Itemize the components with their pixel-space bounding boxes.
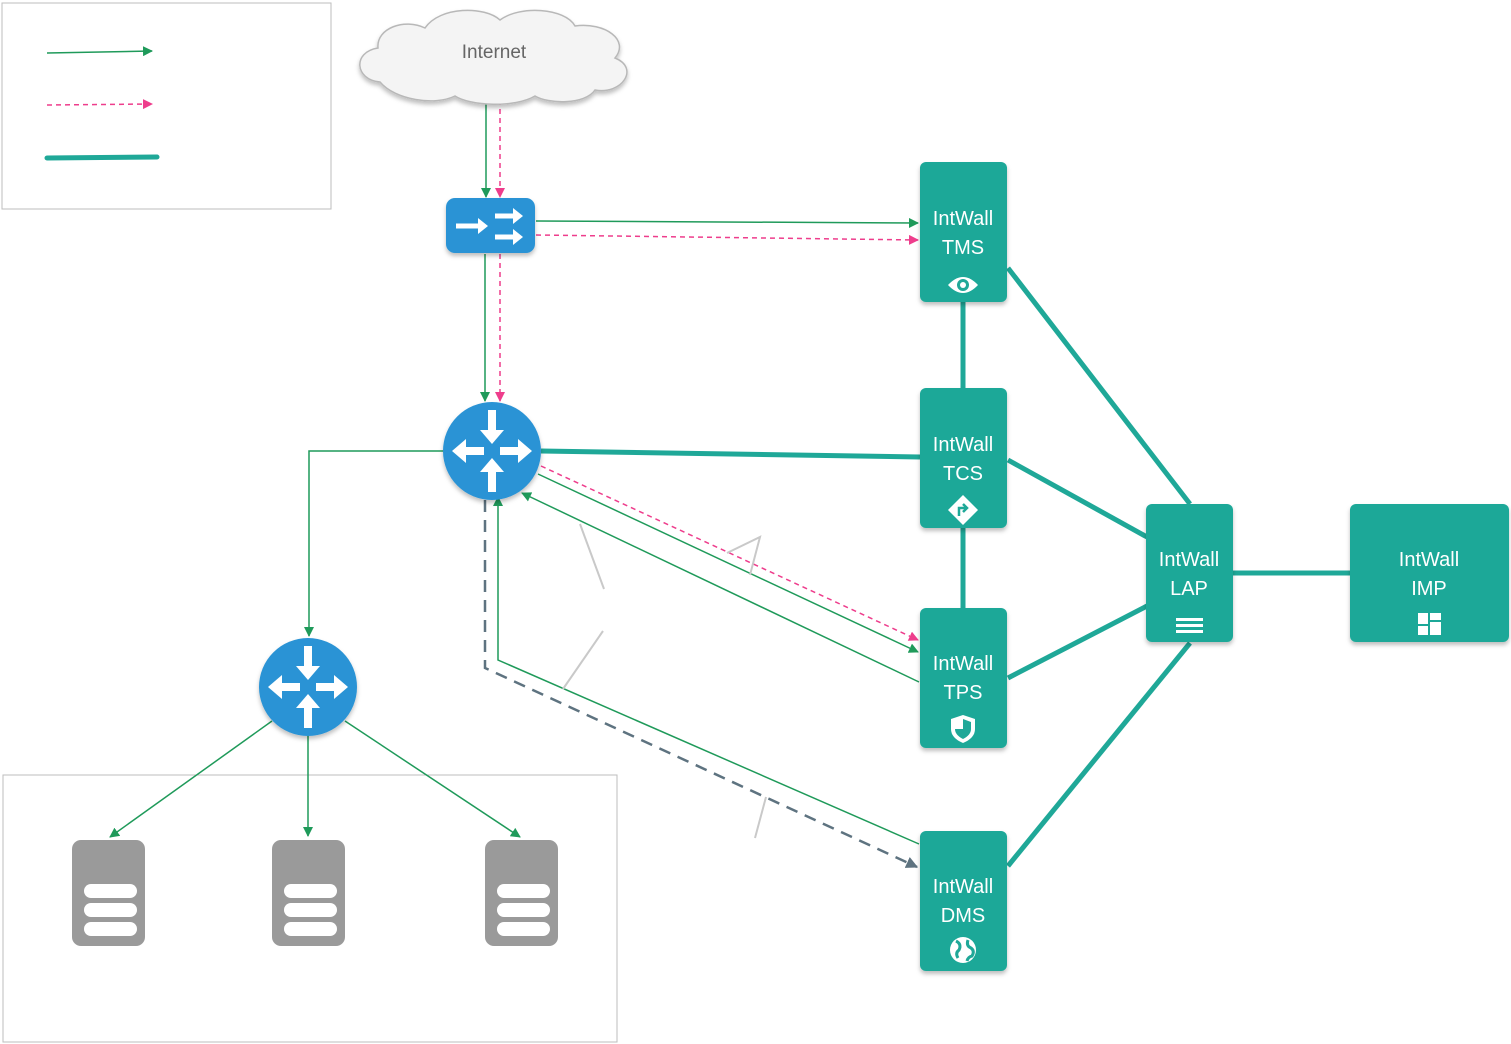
server-3 <box>485 840 558 946</box>
link-tps-lap <box>1006 603 1149 681</box>
intwall-tps: IntWall TPS <box>920 608 1007 748</box>
intwall-tcs: IntWall TCS <box>920 388 1007 528</box>
globe-icon <box>950 937 976 963</box>
tps-line1: IntWall <box>933 653 993 675</box>
core-router <box>443 402 541 500</box>
internet-cloud: Internet <box>359 9 628 105</box>
teal-links <box>540 266 1351 868</box>
router-arrows-icon <box>452 410 532 492</box>
switch-arrows-icon <box>456 208 523 245</box>
internet-label: Internet <box>462 42 527 63</box>
link-dms-lap <box>1006 641 1192 868</box>
sketch-marks <box>562 523 767 839</box>
server-2 <box>272 840 345 946</box>
lower-router-arrows-icon <box>268 646 348 728</box>
legend <box>1 2 332 210</box>
pink-switch-tms <box>535 234 919 245</box>
tps-line2: TPS <box>944 682 983 704</box>
flow-switch-tms <box>535 217 919 228</box>
flow-router-lower-router <box>304 450 445 637</box>
flow-tps-router <box>521 492 920 683</box>
dms-line1: IntWall <box>933 876 993 898</box>
lap-line2: LAP <box>1170 578 1208 600</box>
legend-box <box>1 2 332 210</box>
tms-line2: TMS <box>942 237 984 259</box>
intwall-tms: IntWall TMS <box>920 162 1007 302</box>
tms-line1: IntWall <box>933 208 993 230</box>
link-tms-lap <box>1006 266 1192 506</box>
tcs-line2: TCS <box>943 463 983 485</box>
lap-line1: IntWall <box>1159 549 1219 571</box>
green-flows <box>109 100 920 845</box>
link-router-tcs <box>540 448 921 460</box>
pink-router-tps <box>540 465 919 641</box>
server-1 <box>72 840 145 946</box>
flow-router-tps <box>537 473 919 653</box>
lower-router <box>259 638 357 736</box>
dashboard-icon <box>1418 613 1441 635</box>
flow-dms-router <box>493 496 920 845</box>
menu-icon <box>1176 618 1203 633</box>
dashed-router-dms <box>483 500 919 869</box>
imp-line1: IntWall <box>1399 549 1459 571</box>
tcs-line1: IntWall <box>933 434 993 456</box>
flow-router-server-3 <box>344 720 521 838</box>
intwall-dms: IntWall DMS <box>920 831 1007 971</box>
link-tcs-lap <box>1006 457 1149 540</box>
legend-teal-line <box>44 154 160 161</box>
shield-icon <box>951 715 975 743</box>
cloud-shape <box>359 9 628 105</box>
imp-line2: IMP <box>1411 578 1447 600</box>
eye-icon <box>948 277 978 293</box>
legend-green-arrow <box>46 46 153 57</box>
pink-flows <box>495 100 919 641</box>
route-sign-icon <box>948 495 978 525</box>
dms-line2: DMS <box>941 905 985 927</box>
flow-router-server-1 <box>109 720 273 838</box>
intwall-imp: IntWall IMP <box>1350 504 1509 642</box>
intwall-lap: IntWall LAP <box>1146 504 1233 642</box>
